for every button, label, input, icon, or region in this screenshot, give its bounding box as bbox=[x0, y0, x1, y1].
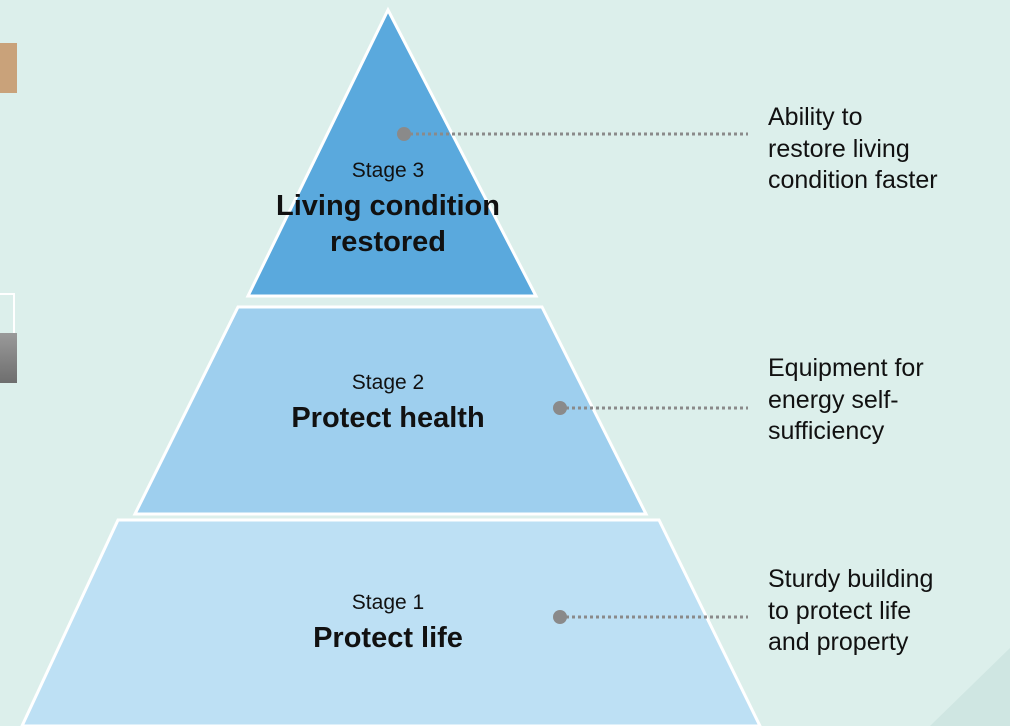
note-stage3: Ability to restore living condition fast… bbox=[768, 102, 1008, 197]
note-line: to protect life bbox=[768, 596, 912, 625]
tier-label-stage2: Stage 2 Protect health bbox=[236, 370, 540, 436]
tier-label-stage3: Stage 3 Living condition restored bbox=[236, 158, 540, 260]
corner-fold-shape bbox=[930, 648, 1010, 726]
pyramid-tier-bottom bbox=[20, 518, 762, 726]
pyramid-tier-top bbox=[245, 6, 539, 298]
connector-dot-stage3 bbox=[397, 127, 411, 141]
tier-label-stage1: Stage 1 Protect life bbox=[236, 590, 540, 656]
note-line: sufficiency bbox=[768, 417, 885, 445]
decorative-tan-block bbox=[0, 43, 17, 93]
decorative-grey-block bbox=[0, 333, 17, 383]
note-line: and property bbox=[768, 628, 909, 656]
stage-title: Living condition bbox=[276, 190, 500, 222]
stage-number: Stage 2 bbox=[351, 371, 425, 394]
note-stage1: Sturdy building to protect life and prop… bbox=[768, 564, 1008, 659]
note-line: Ability to bbox=[768, 103, 863, 131]
stage-title: Protect health bbox=[291, 402, 485, 434]
note-line: Sturdy building bbox=[768, 565, 934, 593]
connector-dot-stage1 bbox=[553, 610, 567, 624]
note-line: condition faster bbox=[768, 166, 938, 194]
stage-title-line2: restored bbox=[329, 226, 447, 258]
stage-number: Stage 3 bbox=[351, 159, 425, 182]
note-line: restore living bbox=[768, 134, 910, 163]
note-line: Equipment for bbox=[768, 354, 924, 382]
note-line: energy self- bbox=[768, 385, 899, 414]
stage-number: Stage 1 bbox=[351, 591, 425, 614]
connector-dot-stage2 bbox=[553, 401, 567, 415]
stage-title: Protect life bbox=[313, 622, 463, 654]
decorative-outline-block bbox=[0, 293, 15, 333]
pyramid-tier-middle bbox=[132, 305, 649, 516]
note-stage2: Equipment for energy self- sufficiency bbox=[768, 353, 1008, 448]
